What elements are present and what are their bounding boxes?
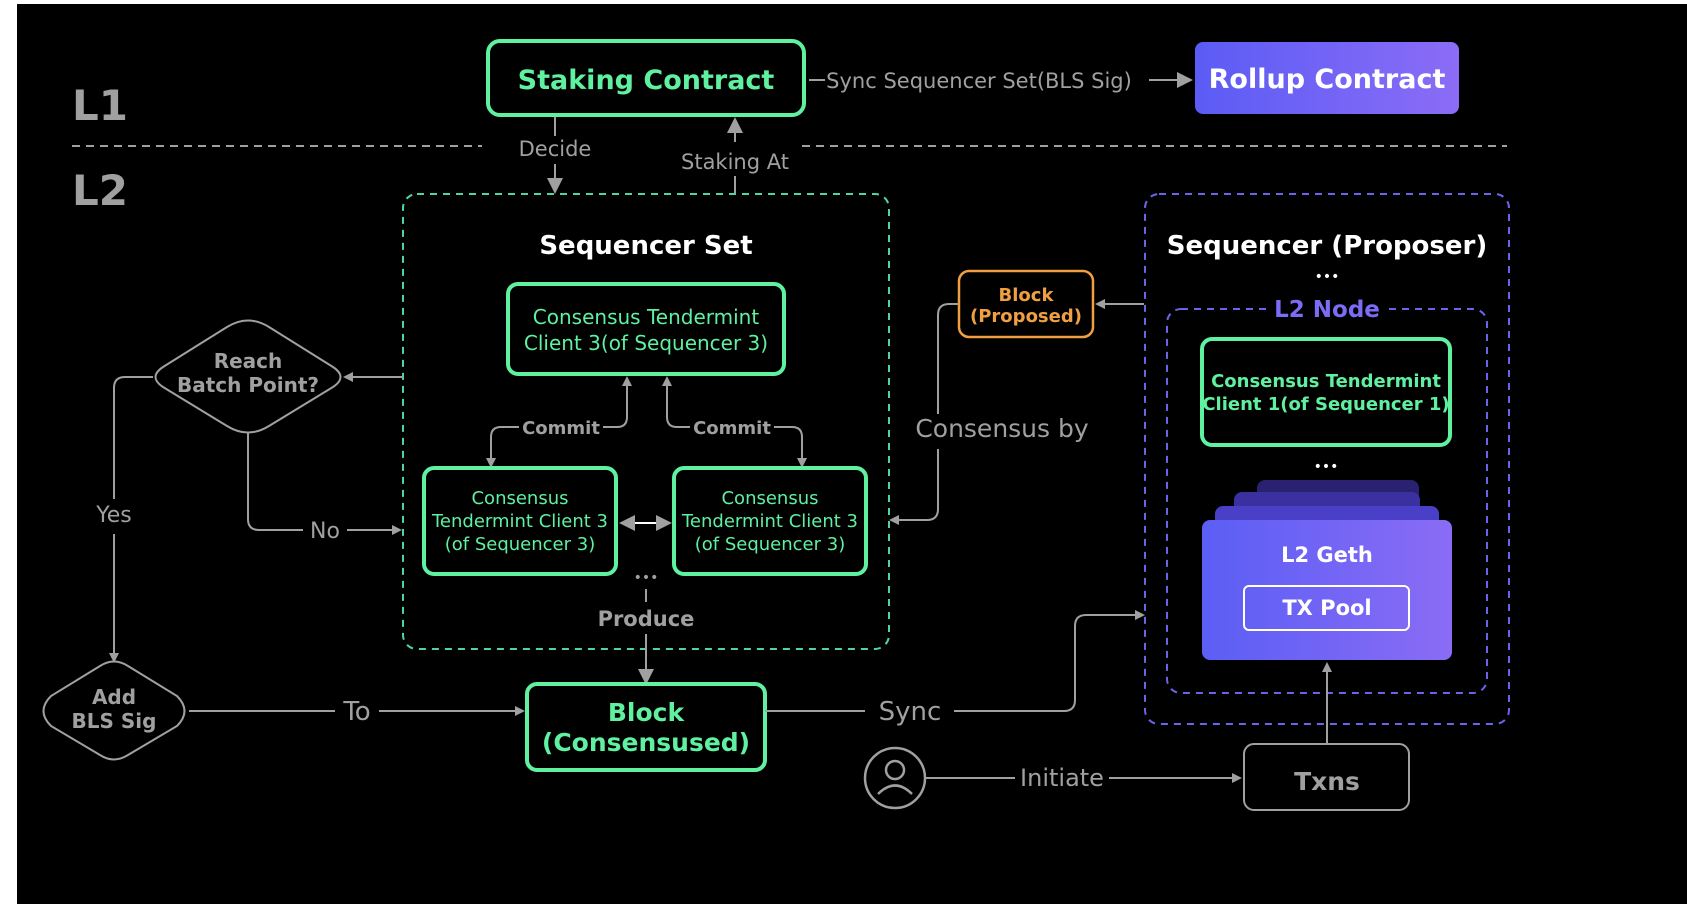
l2-geth-label: L2 Geth — [1281, 543, 1373, 567]
client-left-line-2: Tendermint Client 3 — [431, 511, 608, 532]
sequencer-set-title: Sequencer Set — [539, 231, 752, 261]
initiate-label: Initiate — [1020, 764, 1104, 792]
no-label: No — [310, 519, 340, 544]
decide-label: Decide — [519, 137, 592, 161]
layer-label-l2: L2 — [72, 166, 128, 215]
client-left-line-3: (of Sequencer 3) — [445, 534, 595, 555]
commit-right-path-a — [662, 376, 690, 428]
client-top-box — [506, 282, 786, 376]
block-proposed-line-2: (Proposed) — [970, 306, 1082, 327]
user-icon — [863, 746, 927, 810]
proposer-ellipsis: ••• — [1315, 269, 1340, 285]
sync-arrow — [954, 610, 1145, 712]
diagram-svg: L1 L2 Staking Contract Sync Sequencer Se… — [42, 39, 1510, 811]
l2-node-ellipsis: ••• — [1314, 459, 1339, 475]
sync-label: Sync — [879, 697, 942, 727]
staking-contract-box — [486, 39, 806, 117]
client-top-line-1: Consensus Tendermint — [533, 305, 760, 329]
client-left-line-1: Consensus — [471, 488, 568, 509]
l2-node-label: L2 Node — [1274, 297, 1380, 323]
commit-left-path-b — [603, 376, 632, 428]
commit-right-label: Commit — [693, 418, 771, 439]
add-bls-line-2: BLS Sig — [72, 709, 157, 733]
txns-label: Txns — [1294, 767, 1360, 796]
staking-at-label: Staking At — [681, 150, 789, 174]
yes-label: Yes — [95, 503, 132, 528]
block-consensused-box — [525, 682, 767, 772]
commit-left-label: Commit — [522, 418, 600, 439]
consensus-by-path-a — [937, 303, 959, 414]
client-right-line-1: Consensus — [721, 488, 818, 509]
layer-label-l1: L1 — [72, 81, 128, 130]
staking-contract-label: Staking Contract — [518, 65, 775, 96]
client-right-line-2: Tendermint Client 3 — [681, 511, 858, 532]
block-proposed-line-1: Block — [999, 285, 1055, 306]
commit-right-path-b — [774, 426, 807, 468]
proposer-title: Sequencer (Proposer) — [1167, 231, 1487, 261]
sync-set-label: Sync Sequencer Set(BLS Sig) — [826, 69, 1132, 93]
add-bls-diamond — [42, 660, 186, 761]
to-label: To — [342, 697, 370, 727]
tx-pool-label: TX Pool — [1282, 596, 1371, 620]
client-right-box — [672, 466, 868, 576]
client-top-line-2: Client 3(of Sequencer 3) — [524, 331, 768, 355]
txns-box — [1243, 743, 1410, 811]
reach-batch-line-1: Reach — [214, 349, 283, 373]
tx-pool-box — [1243, 585, 1410, 631]
consensus-by-label: Consensus by — [915, 414, 1089, 443]
diagram-canvas: L1 L2 Staking Contract Sync Sequencer Se… — [17, 4, 1687, 904]
block-consensused-line-2: (Consensused) — [542, 728, 750, 757]
sequencer-set-ellipsis: ••• — [634, 570, 659, 586]
add-bls-line-1: Add — [92, 685, 136, 709]
l2-geth-box — [1202, 520, 1452, 660]
commit-left-path-a — [486, 426, 519, 468]
consensus-by-arrow — [889, 449, 939, 525]
rollup-contract-box — [1195, 42, 1459, 114]
yes-path-a — [113, 376, 153, 499]
reach-batch-diamond — [154, 319, 342, 434]
l2-node-label-bg — [1267, 296, 1387, 322]
block-consensused-line-1: Block — [608, 698, 686, 727]
client-proposer-box — [1200, 337, 1452, 447]
client-right-line-3: (of Sequencer 3) — [695, 534, 845, 555]
rollup-contract-label: Rollup Contract — [1209, 64, 1446, 95]
client-left-box — [422, 466, 618, 576]
client-proposer-line-2: Client 1(of Sequencer 1) — [1202, 394, 1449, 415]
produce-label: Produce — [598, 607, 695, 631]
client-proposer-line-1: Consensus Tendermint — [1211, 371, 1441, 392]
reach-batch-line-2: Batch Point? — [177, 373, 319, 397]
no-path-a — [247, 433, 303, 531]
